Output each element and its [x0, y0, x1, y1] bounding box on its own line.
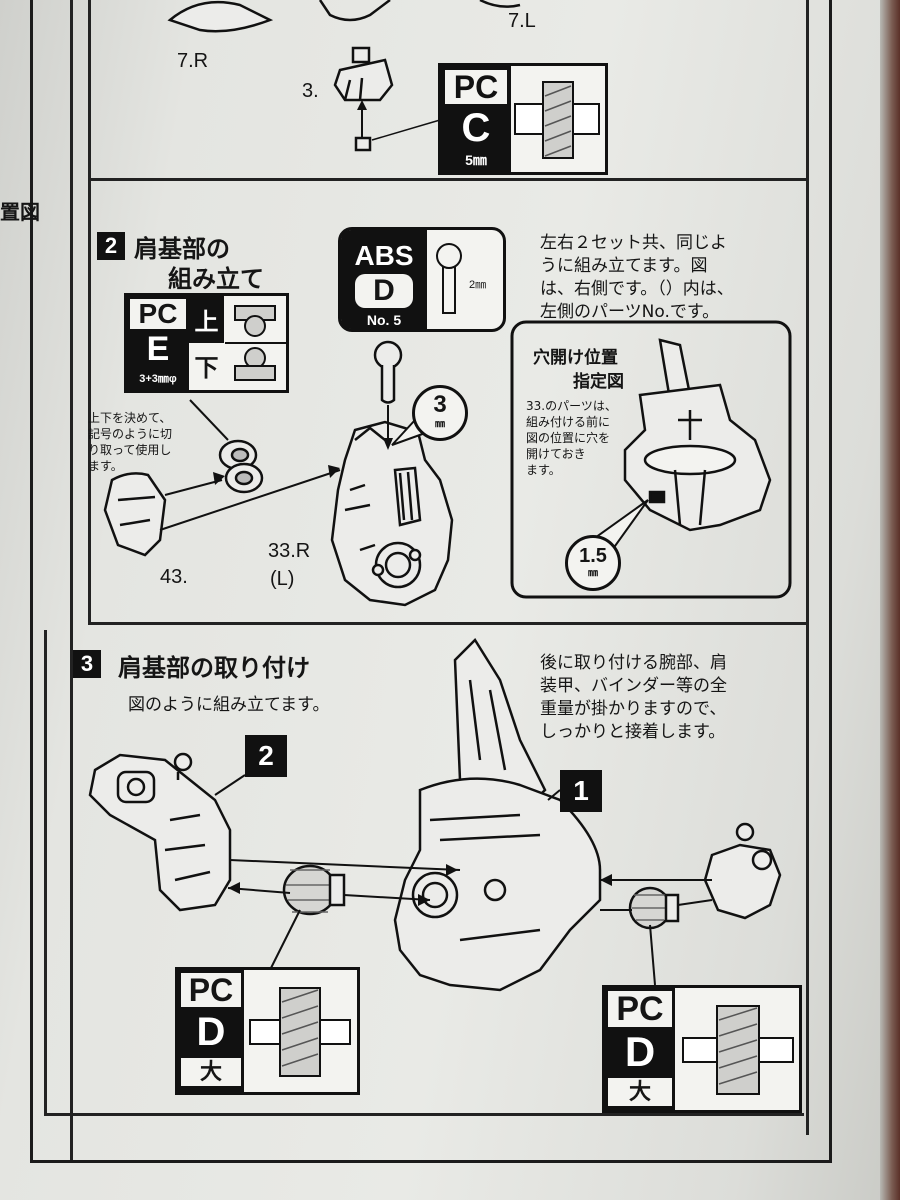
abs-d-block: ABS D No. 5 2㎜: [338, 227, 506, 332]
pc-e-diagram: [225, 305, 287, 381]
ref-step-2-badge: 2: [245, 735, 287, 777]
ref-step-1-badge: 1: [560, 770, 602, 812]
right-frame-rule: [806, 0, 809, 1135]
inset-title-line2: 指定図: [573, 372, 624, 392]
part-label-7l: 7.L: [508, 10, 536, 32]
drill-1-5mm-unit: ㎜: [588, 568, 598, 579]
abs-number: No. 5: [366, 312, 402, 328]
drill-3mm-value: 3: [433, 391, 447, 418]
pc-e-top-label: 上: [194, 309, 219, 336]
part-label-33r: 33.R: [268, 540, 311, 562]
abs-size: 2㎜: [469, 279, 487, 291]
section-divider-middle: [88, 622, 806, 625]
step3-bottom-border: [44, 1113, 804, 1116]
pc-d-left-diagram: [249, 987, 351, 1077]
page-frame: [30, 0, 832, 1163]
cut-note: 上下を決めて、 記号のように切 り取って使用し ます。: [88, 410, 198, 474]
cut-note-line: ます。: [88, 459, 123, 473]
step3-note-line: 重量が掛かりますので、: [540, 699, 727, 719]
pc-d-right-diagram: [682, 1005, 794, 1095]
inset-note-line: 33.のパーツは、: [526, 399, 617, 413]
step2-number: 2: [97, 232, 125, 260]
step3-note-line: 装甲、バインダー等の全: [540, 676, 727, 696]
inset-note-line: ます。: [526, 463, 561, 477]
pc-d-right-block: PC D 大: [602, 985, 802, 1113]
abs-material: ABS: [354, 240, 414, 271]
step2-left-border: [88, 178, 91, 622]
pc-d-right-size: 大: [608, 1078, 672, 1106]
pc-e-material: PC: [130, 299, 186, 329]
side-fragment-text: 置図: [0, 200, 40, 224]
step2-instruction-line: うに組み立てます。図: [540, 256, 708, 276]
step3-note-line: しっかりと接着します。: [540, 722, 726, 742]
pc-c-block: PC C 5㎜: [438, 63, 608, 175]
drill-3mm-callout: 3 ㎜: [412, 385, 468, 441]
pc-e-code: E: [146, 330, 170, 368]
pc-c-material: PC: [445, 70, 507, 104]
step2-instruction-line: 左右２セット共、同じよ: [540, 233, 727, 253]
section-divider-top: [88, 178, 806, 181]
step2-title-line1: 肩基部の: [134, 235, 230, 263]
cut-note-line: り取って使用し: [88, 443, 172, 457]
drill-1-5mm-value: 1.5: [579, 545, 607, 567]
part-label-43: 43.: [160, 566, 188, 588]
inset-note-line: 組み付ける前に: [526, 415, 611, 429]
inset-title-line1: 穴開け位置: [533, 348, 618, 368]
left-frame-rule: [70, 0, 73, 1160]
pc-e-block: PC E 3+3㎜φ 上 下: [124, 293, 289, 393]
step2-instructions: 左右２セット共、同じよ うに組み立てます。図 は、右側です。（）内は、 左側のパ…: [540, 232, 734, 324]
pc-d-left-code: D: [196, 1010, 226, 1054]
part-label-l: (L): [270, 568, 295, 590]
step3-note-line: 後に取り付ける腕部、肩: [540, 653, 727, 673]
part-label-7r: 7.R: [177, 50, 209, 72]
pc-d-right-code: D: [624, 1028, 656, 1075]
inset-note-line: 図の位置に穴を: [526, 431, 611, 445]
abs-pin-diagram: [436, 243, 462, 314]
table-edge: [880, 0, 900, 1200]
pc-e-bottom-label: 下: [194, 355, 219, 382]
pc-e-top-tag: [189, 296, 224, 343]
inset-note-line: 開けておき: [526, 447, 586, 461]
step2-instruction-line: 左側のパーツNo.です。: [540, 302, 720, 322]
step3-title: 肩基部の取り付け: [118, 654, 310, 682]
abs-code: D: [355, 274, 413, 308]
pc-c-diagram: [514, 81, 600, 159]
step3-number: 3: [73, 650, 101, 678]
pc-c-code: C: [461, 106, 491, 150]
part-label-3: 3.: [302, 80, 319, 102]
step3-subtitle: 図のように組み立てます。: [128, 695, 330, 715]
drill-3mm-unit: ㎜: [435, 419, 445, 430]
step2-instruction-line: は、右側です。（）内は、: [540, 279, 734, 299]
top-left-border: [88, 0, 91, 178]
pc-e-size: 3+3㎜φ: [139, 373, 177, 385]
drill-1-5mm-callout: 1.5 ㎜: [565, 535, 621, 591]
step2-title-line2: 組み立て: [168, 265, 264, 293]
pc-d-left-size: 大: [181, 1058, 241, 1086]
cut-note-line: 上下を決めて、: [88, 411, 172, 425]
step3-left-border: [44, 630, 47, 1115]
inset-note: 33.のパーツは、 組み付ける前に 図の位置に穴を 開けておき ます。: [526, 398, 617, 478]
pc-d-left-block: PC D 大: [175, 967, 360, 1095]
step3-note: 後に取り付ける腕部、肩 装甲、バインダー等の全 重量が掛かりますので、 しっかり…: [540, 652, 727, 744]
pc-d-right-material: PC: [608, 991, 672, 1027]
pc-c-size: 5㎜: [465, 152, 487, 168]
cut-note-line: 記号のように切: [88, 427, 173, 441]
pc-d-left-material: PC: [181, 973, 241, 1007]
